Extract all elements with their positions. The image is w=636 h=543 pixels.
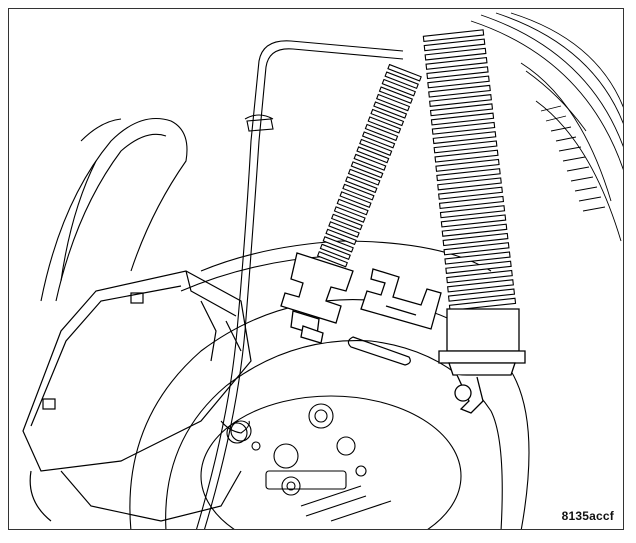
hose-rib [345,176,378,194]
hose-rib [440,214,507,228]
hose-rib [447,279,514,293]
hose-rib [426,66,489,80]
hose-rib [328,221,360,238]
hose-rib [448,297,517,312]
hose-rib [423,38,486,52]
hose-rib [424,47,487,61]
hose-rib [445,260,512,274]
hose-rib [436,168,501,182]
hose-rib [446,269,513,284]
hose-rib [378,86,414,104]
hose-rib [367,116,402,134]
hose-rib [438,195,505,210]
hose-rib [364,123,399,142]
hose-rib [316,251,348,268]
hose-rib [442,232,509,247]
brake-line [196,40,404,529]
hose-rib [359,138,393,156]
line-drawing [22,12,623,529]
hose-rib [384,71,419,90]
hose-rib [333,206,366,223]
hose-rib [431,121,496,135]
hose-rib [429,103,494,117]
hose-rib [336,198,369,216]
hose-rib [325,228,357,246]
hose-rib [447,288,516,302]
hose-rib [422,29,485,43]
hose-coupling-left [280,252,354,344]
hose-rib [443,242,510,256]
hose-rib [342,183,375,201]
hose-rib [432,131,497,145]
seal-ring [347,336,411,366]
corrugated-hose-right [422,29,517,312]
hose-rib [373,101,408,119]
hose-rib [429,94,492,107]
hose-rib [425,57,488,70]
hose-rib [361,131,396,149]
corrugated-hose-left [316,63,422,268]
hose-rib [441,223,508,237]
hose-rib [347,168,381,186]
hose-rib [439,205,506,219]
hose-rib [356,146,390,164]
hose-rib [437,177,502,191]
hose-rib [319,243,351,261]
figure-frame [8,8,624,530]
hose-rib [434,149,499,163]
hose-rib [353,153,387,171]
hose-rib [330,213,363,231]
hose-coupling-middle [360,268,442,330]
hose-rib [322,236,354,253]
reference-code-label: 8135accf [559,509,616,523]
hose-coupling-right [438,308,526,414]
hose-rib [430,112,495,126]
hose-rib [428,84,491,98]
hose-rib [339,191,372,208]
hose-rib [433,140,498,154]
hose-rib [375,93,411,112]
left-shield [40,117,188,302]
hose-rib [444,251,511,265]
hose-rib [435,158,500,172]
hose-rib [350,161,384,179]
hose-rib [427,75,490,89]
caliper-assembly [22,270,252,522]
hose-rib [381,78,416,97]
background-rim [470,12,623,242]
hose-rib [438,186,503,200]
hose-rib [387,63,422,82]
hose-rib [370,108,405,127]
